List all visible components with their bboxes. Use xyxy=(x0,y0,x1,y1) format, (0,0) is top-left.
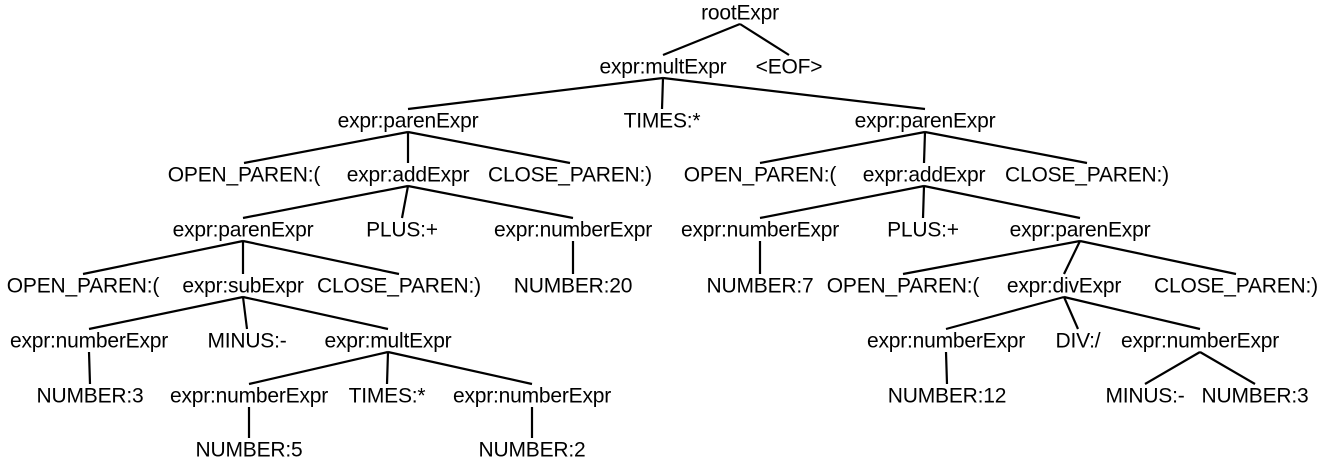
tree-node-token[interactable]: CLOSE_PAREN:) xyxy=(1154,274,1318,298)
tree-node-token[interactable]: TIMES:* xyxy=(348,384,426,408)
tree-edge xyxy=(944,351,949,385)
tree-node-token[interactable]: OPEN_PAREN:( xyxy=(683,163,837,187)
tree-node-token[interactable]: NUMBER:20 xyxy=(513,274,633,298)
tree-edge xyxy=(82,239,244,276)
tree-node-rule[interactable]: expr:numberExpr xyxy=(1120,329,1280,353)
tree-edge xyxy=(660,77,665,110)
tree-edge xyxy=(242,184,409,220)
tree-node-rule[interactable]: expr:numberExpr xyxy=(9,329,169,353)
tree-edge xyxy=(1199,351,1256,385)
tree-edge xyxy=(1063,295,1201,331)
tree-edge xyxy=(924,130,1088,165)
tree-edge xyxy=(242,295,389,331)
tree-node-token[interactable]: PLUS:+ xyxy=(366,218,438,242)
tree-node-token[interactable]: OPEN_PAREN:( xyxy=(6,274,160,298)
tree-node-token[interactable]: NUMBER:5 xyxy=(195,438,303,462)
tree-node-rule[interactable]: expr:parenExpr xyxy=(337,109,479,133)
tree-edge xyxy=(1144,351,1201,385)
tree-node-rule[interactable]: expr:multExpr xyxy=(599,55,727,79)
tree-node-token[interactable]: NUMBER:3 xyxy=(1201,384,1309,408)
tree-node-rule[interactable]: expr:numberExpr xyxy=(452,384,612,408)
tree-edge xyxy=(241,296,249,330)
tree-node-token[interactable]: CLOSE_PAREN:) xyxy=(1005,163,1169,187)
tree-node-rule[interactable]: expr:subExpr xyxy=(182,274,304,298)
tree-node-rule[interactable]: rootExpr xyxy=(701,1,779,25)
tree-edge xyxy=(1079,239,1237,276)
tree-node-token[interactable]: NUMBER:7 xyxy=(706,274,814,298)
tree-node-token[interactable]: DIV:/ xyxy=(1055,329,1101,353)
tree-node-token[interactable]: <EOF> xyxy=(755,55,823,79)
tree-node-rule[interactable]: expr:addExpr xyxy=(862,163,986,187)
tree-node-rule[interactable]: expr:divExpr xyxy=(1006,274,1122,298)
tree-edge xyxy=(662,76,926,111)
tree-node-rule[interactable]: expr:numberExpr xyxy=(680,218,840,242)
tree-node-token[interactable]: NUMBER:12 xyxy=(887,384,1007,408)
tree-node-rule[interactable]: expr:numberExpr xyxy=(493,218,653,242)
tree-node-token[interactable]: NUMBER:2 xyxy=(478,438,586,462)
tree-node-token[interactable]: PLUS:+ xyxy=(887,218,959,242)
tree-edge xyxy=(248,350,389,386)
tree-node-token[interactable]: OPEN_PAREN:( xyxy=(167,163,321,187)
tree-node-rule[interactable]: expr:parenExpr xyxy=(172,218,314,242)
tree-node-token[interactable]: CLOSE_PAREN:) xyxy=(317,274,481,298)
tree-node-rule[interactable]: expr:parenExpr xyxy=(1009,218,1151,242)
tree-node-rule[interactable]: expr:multExpr xyxy=(324,329,452,353)
tree-edge xyxy=(921,185,926,219)
tree-edge xyxy=(945,295,1065,331)
tree-edge xyxy=(923,184,1081,220)
tree-edge xyxy=(242,239,400,276)
tree-edge xyxy=(759,184,925,220)
tree-edge xyxy=(662,22,741,57)
tree-node-rule[interactable]: expr:numberExpr xyxy=(866,329,1026,353)
tree-edge xyxy=(407,184,574,220)
tree-node-rule[interactable]: expr:parenExpr xyxy=(854,109,996,133)
tree-node-token[interactable]: NUMBER:3 xyxy=(36,384,144,408)
tree-edge xyxy=(739,23,790,56)
tree-node-rule[interactable]: expr:numberExpr xyxy=(169,384,329,408)
tree-edge xyxy=(1063,240,1081,275)
tree-edge xyxy=(243,130,409,165)
tree-edge xyxy=(387,350,533,386)
tree-edge xyxy=(407,130,571,165)
tree-edge xyxy=(1062,296,1080,330)
tree-node-rule[interactable]: expr:addExpr xyxy=(346,163,470,187)
tree-node-token[interactable]: OPEN_PAREN:( xyxy=(826,274,980,298)
tree-edge xyxy=(400,185,410,219)
tree-node-token[interactable]: CLOSE_PAREN:) xyxy=(488,163,652,187)
tree-edge xyxy=(88,295,244,331)
tree-node-token[interactable]: TIMES:* xyxy=(623,109,701,133)
tree-node-token[interactable]: MINUS:- xyxy=(1105,384,1185,408)
tree-node-token[interactable]: MINUS:- xyxy=(207,329,287,353)
tree-edge xyxy=(922,131,927,164)
tree-edge xyxy=(87,351,92,385)
tree-edge xyxy=(759,130,926,165)
tree-edge xyxy=(902,239,1081,276)
tree-edge xyxy=(385,351,390,385)
tree-edge xyxy=(407,76,664,111)
